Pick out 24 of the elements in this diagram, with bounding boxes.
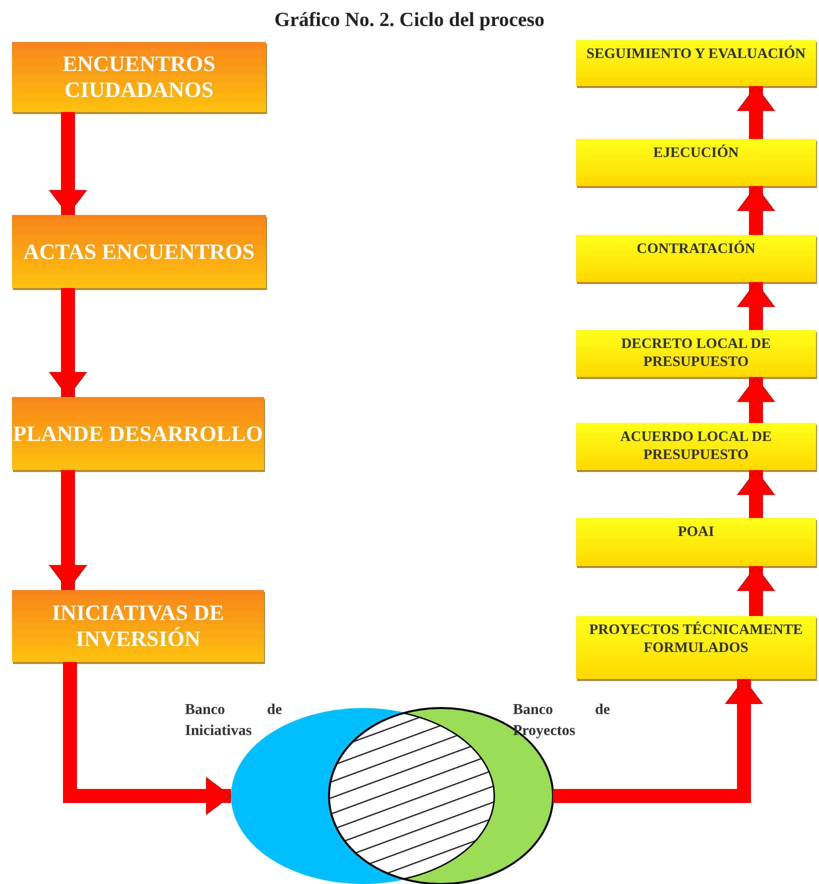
block-arrow bbox=[50, 470, 86, 590]
process-box: POAI bbox=[576, 518, 816, 566]
block-arrow bbox=[50, 288, 86, 398]
block-arrow bbox=[738, 566, 774, 616]
process-box: SEGUIMIENTO Y EVALUACIÓN bbox=[576, 40, 816, 86]
block-arrow bbox=[738, 282, 774, 330]
process-box: INICIATIVAS DE INVERSIÓN bbox=[12, 590, 264, 662]
block-arrow bbox=[738, 86, 774, 139]
set-label: Banco de Iniciativas bbox=[185, 701, 282, 741]
process-box: EJECUCIÓN bbox=[576, 139, 816, 186]
block-arrow bbox=[50, 112, 86, 216]
block-arrow bbox=[738, 470, 774, 518]
block-arrow bbox=[738, 186, 774, 235]
block-arrow bbox=[738, 376, 774, 423]
process-box: PROYECTOS TÉCNICAMENTE FORMULADOS bbox=[576, 616, 816, 679]
block-arrow bbox=[63, 662, 232, 814]
process-box: CONTRATACIÓN bbox=[576, 235, 816, 282]
process-box: DECRETO LOCAL DE PRESUPUESTO bbox=[576, 330, 816, 377]
process-box: ACTAS ENCUENTROS bbox=[12, 215, 266, 288]
process-box: PLANDE DESARROLLO bbox=[12, 397, 264, 470]
block-arrow bbox=[553, 678, 762, 803]
process-box: ENCUENTROS CIUDADANOS bbox=[12, 42, 266, 112]
diagram-title: Gráfico No. 2. Ciclo del proceso bbox=[273, 9, 546, 32]
process-box: ACUERDO LOCAL DE PRESUPUESTO bbox=[576, 423, 816, 470]
